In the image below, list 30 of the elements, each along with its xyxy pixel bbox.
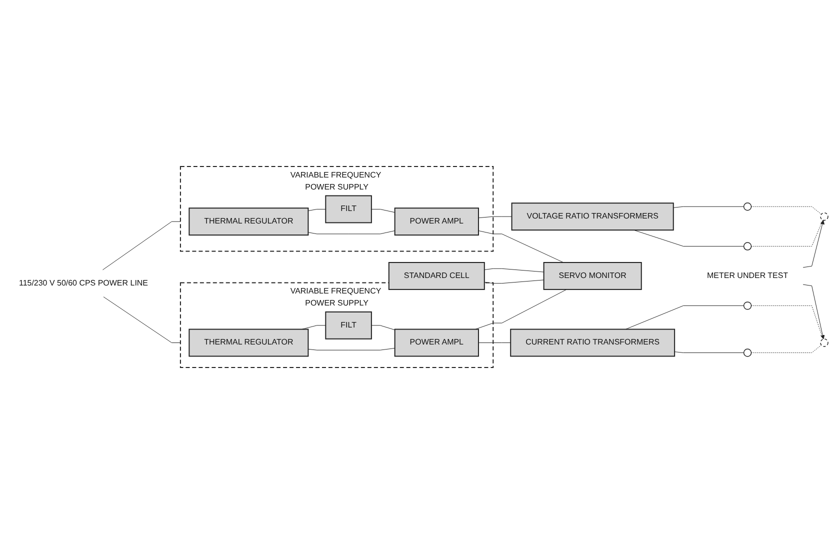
node-circle [743,242,752,250]
connector [102,221,181,270]
connector [371,208,396,213]
node-circle [743,302,752,310]
connector [673,206,744,208]
connector [751,206,822,214]
connector [484,280,544,284]
connector [103,296,181,343]
connector [478,230,564,263]
connector [301,325,326,330]
connector [308,208,326,212]
node-circle [743,202,752,211]
node-circle [820,338,828,347]
connector [634,230,744,247]
arrow [802,220,824,268]
connector [308,230,396,234]
node-circle [743,348,752,357]
node-circle [820,212,828,221]
connector [751,305,824,340]
connector [478,216,512,218]
connector [484,268,544,272]
arrow [802,284,825,340]
connector [751,220,824,247]
connector [674,352,744,353]
connector [478,342,511,343]
connector [625,305,744,330]
connector [308,348,396,350]
connector [371,325,396,330]
connector [475,289,567,330]
connector [751,344,822,353]
